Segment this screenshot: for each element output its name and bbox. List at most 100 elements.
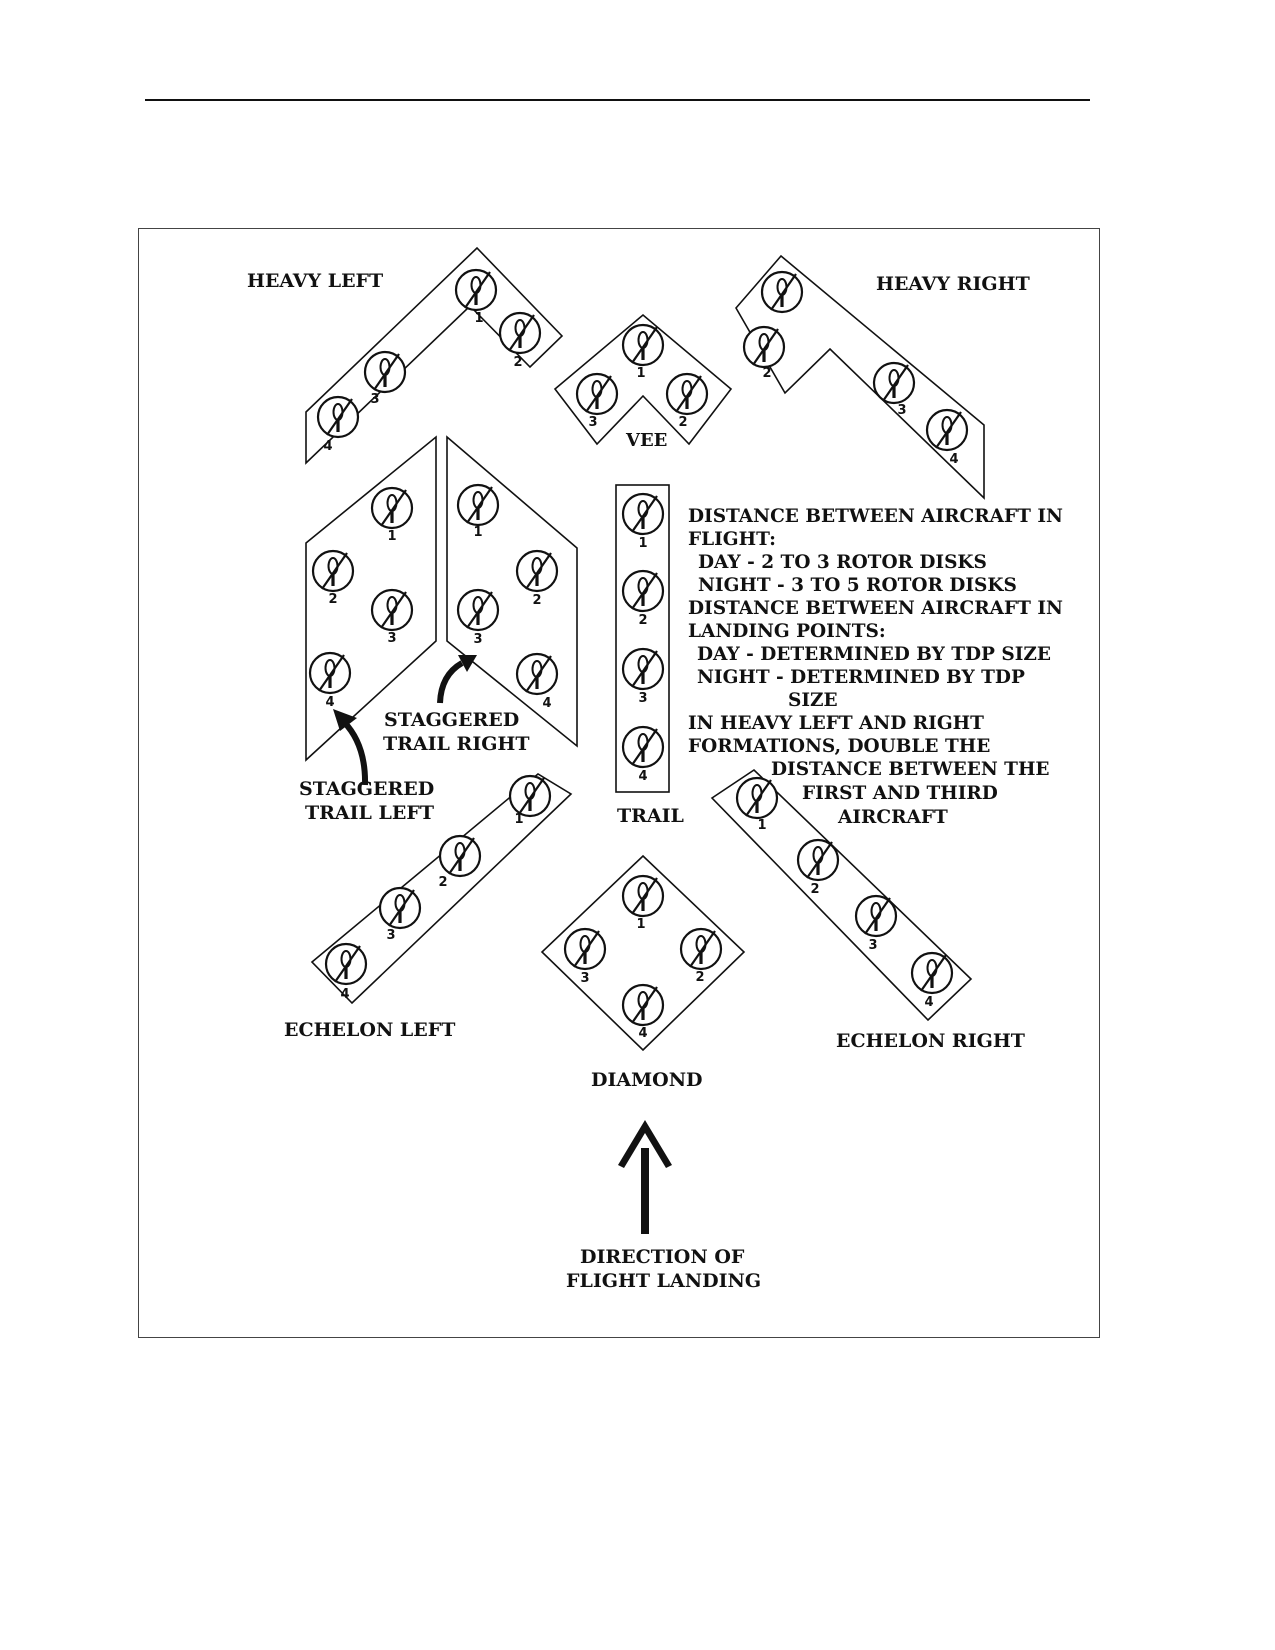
helicopter-rotor-disk-icon [456,483,500,527]
heavy-right-label: HEAVY RIGHT [876,273,1030,295]
aircraft-number-label: 2 [810,882,819,897]
aircraft-heavy-left-3 [363,350,407,394]
helicopter-rotor-disk-icon [498,311,542,355]
aircraft-echelon-right-3 [854,894,898,938]
diamond-label: DIAMOND [591,1069,703,1091]
aircraft-trail-1 [621,492,665,536]
helicopter-rotor-disk-icon [324,942,368,986]
staggered-trail-right-outline [446,435,578,748]
helicopter-rotor-disk-icon [370,486,414,530]
helicopter-rotor-disk-icon [910,951,954,995]
aircraft-echelon-left-4 [324,942,368,986]
helicopter-rotor-disk-icon [454,268,498,312]
staggered-trail-right-label-line2: TRAIL RIGHT [383,733,530,755]
direction-label-line2: FLIGHT LANDING [566,1270,761,1292]
aircraft-number-label: 4 [323,439,332,454]
aircraft-staggered-left-3 [370,588,414,632]
aircraft-staggered-right-3 [456,588,500,632]
helicopter-rotor-disk-icon [760,270,804,314]
aircraft-number-label: 1 [473,525,482,540]
aircraft-number-label: 4 [924,995,933,1010]
aircraft-number-label: 4 [542,696,551,711]
aircraft-number-label: 2 [695,970,704,985]
aircraft-staggered-left-4 [308,651,352,695]
aircraft-staggered-right-2 [515,549,559,593]
header-rule [145,99,1090,101]
staggered-trail-left-arrow [333,709,369,786]
aircraft-number-label: 2 [678,415,687,430]
formation-labels: HEAVY LEFT HEAVY RIGHT VEE STAGGERED TRA… [247,270,1030,1292]
aircraft-vee-3 [575,372,619,416]
helicopter-rotor-disk-icon [621,725,665,769]
helicopter-rotor-disk-icon [872,361,916,405]
staggered-trail-left-label-line1: STAGGERED [299,778,434,800]
arrows [333,655,672,1234]
aircraft-number-label: 3 [473,632,482,647]
note-line-13: FIRST AND THIRD [802,783,998,804]
note-line-5: DISTANCE BETWEEN AIRCRAFT IN [688,598,1063,619]
aircraft-staggered-left-1 [370,486,414,530]
aircraft-number-label: 3 [580,971,589,986]
helicopter-rotor-disk-icon [621,983,665,1027]
aircraft-heavy-left-2 [498,311,542,355]
note-line-6: LANDING POINTS: [688,621,886,642]
aircraft-number-label: 1 [387,529,396,544]
helicopter-rotor-disk-icon [665,372,709,416]
trail-label: TRAIL [617,805,684,827]
aircraft-heavy-right-1 [760,270,804,314]
direction-label-line1: DIRECTION OF [580,1246,745,1268]
aircraft-echelon-left-2 [438,834,482,878]
helicopter-rotor-disk-icon [679,927,723,971]
heavy-left-outline [305,246,564,465]
diamond-outline [540,854,746,1052]
helicopter-rotor-disk-icon [370,588,414,632]
aircraft-staggered-left-2 [311,549,355,593]
aircraft-number-label: 3 [387,631,396,646]
aircraft-number-label: 2 [328,592,337,607]
note-line-1: DISTANCE BETWEEN AIRCRAFT IN [688,506,1063,527]
helicopter-rotor-disk-icon [456,588,500,632]
helicopter-rotor-disk-icon [621,647,665,691]
aircraft-number-label: 2 [438,875,447,890]
aircraft-trail-3 [621,647,665,691]
aircraft-number-label: 3 [897,403,906,418]
note-line-11: FORMATIONS, DOUBLE THE [688,736,990,757]
aircraft-number-label: 1 [474,311,483,326]
aircraft-diamond-3 [563,927,607,971]
aircraft-number-label: 4 [638,769,647,784]
staggered-trail-right-arrow [437,655,477,704]
heavy-left-label: HEAVY LEFT [247,270,383,292]
helicopter-rotor-disk-icon [925,408,969,452]
aircraft-number-label: 3 [868,938,877,953]
echelon-right-label: ECHELON RIGHT [836,1030,1025,1052]
aircraft-heavy-right-4 [925,408,969,452]
staggered-trail-left-label-line2: TRAIL LEFT [305,802,434,824]
helicopter-rotor-disk-icon [316,395,360,439]
aircraft-heavy-right-3 [872,361,916,405]
aircraft-number-label: 4 [638,1026,647,1041]
helicopter-rotor-disk-icon [742,325,786,369]
aircraft-diamond-4 [621,983,665,1027]
aircraft-number-label: 4 [340,987,349,1002]
echelon-left-label: ECHELON LEFT [284,1019,455,1041]
notes-block: DISTANCE BETWEEN AIRCRAFT IN FLIGHT: DAY… [688,506,1063,828]
aircraft-echelon-left-3 [378,886,422,930]
aircraft-number-label: 1 [636,366,645,381]
trail-outline [615,484,670,793]
note-line-10: IN HEAVY LEFT AND RIGHT [688,713,984,734]
helicopter-rotor-disk-icon [438,834,482,878]
formation-outlines [305,246,985,1052]
aircraft-number-label: 2 [513,355,522,370]
aircraft-number-label: 1 [636,917,645,932]
helicopter-rotor-disk-icon [575,372,619,416]
helicopter-rotor-disk-icon [515,652,559,696]
note-line-2: FLIGHT: [688,529,776,550]
note-line-3: DAY - 2 TO 3 ROTOR DISKS [698,552,987,573]
aircraft-number-label: 1 [514,812,523,827]
echelon-right-outline [710,768,973,1022]
aircraft-heavy-right-2 [742,325,786,369]
helicopter-rotor-disk-icon [621,323,665,367]
staggered-trail-left-outline [305,435,437,762]
aircraft-number-label: 3 [638,691,647,706]
helicopter-rotor-disk-icon [515,549,559,593]
